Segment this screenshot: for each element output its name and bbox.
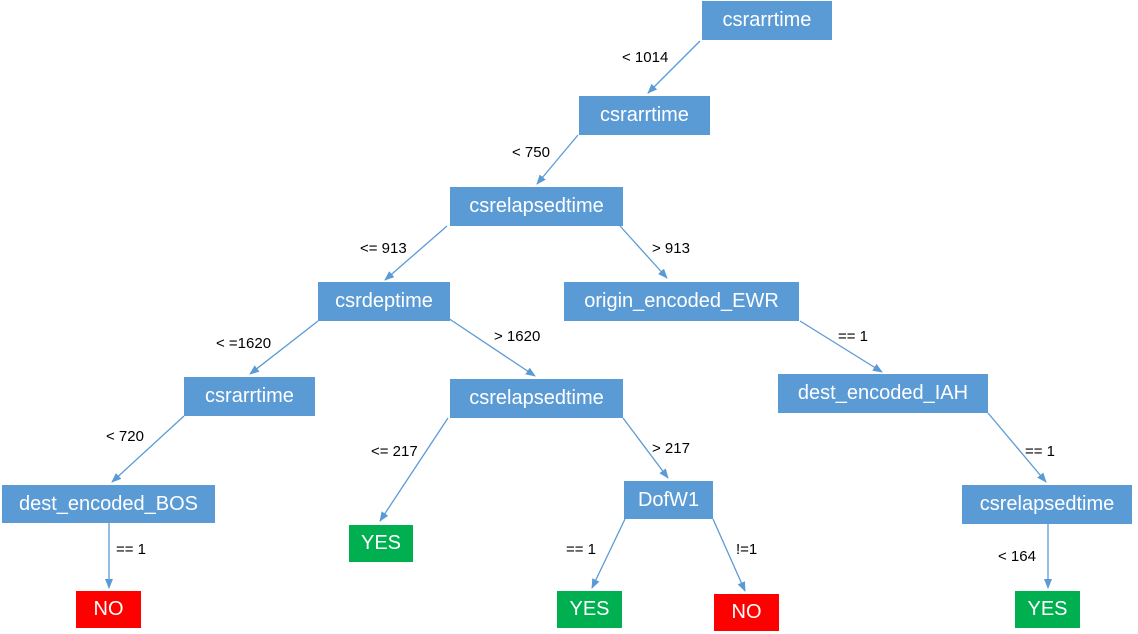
edge-label: > 1620 — [494, 328, 541, 345]
edge-arrow-n3-n4 — [384, 225, 448, 281]
edge-label: > 913 — [652, 240, 690, 257]
split-node: origin_encoded_EWR — [564, 282, 799, 321]
edge-arrow-n11-n15 — [712, 518, 746, 592]
edge-arrow-n3-n5 — [619, 225, 668, 279]
split-node: csrarrtime — [702, 1, 832, 40]
split-node: csrelapsedtime — [450, 187, 623, 226]
edge-label: <= 217 — [371, 443, 418, 460]
edge-label: < 164 — [998, 548, 1036, 565]
edge-arrow-n4-n7 — [447, 317, 536, 377]
split-node: csrarrtime — [184, 377, 315, 416]
leaf-no-node: NO — [714, 594, 779, 631]
edge-label: > 217 — [652, 440, 690, 457]
edge-label: !=1 — [736, 541, 758, 558]
edge-arrow-n1-n2 — [647, 40, 701, 94]
edge-arrow-n4-n6 — [249, 320, 319, 375]
edge-arrow-n11-n14 — [591, 518, 626, 589]
split-node: csrelapsedtime — [962, 485, 1132, 524]
edge-label: < =1620 — [216, 335, 272, 352]
edge-arrow-n7-n11 — [622, 417, 669, 479]
split-node: DofW1 — [624, 481, 713, 519]
edge-label: < 1014 — [622, 49, 669, 66]
split-node: csrelapsedtime — [450, 379, 623, 418]
edge-arrow-n5-n8 — [799, 320, 883, 373]
edge-arrow-n8-n12 — [987, 412, 1047, 483]
leaf-no-node: NO — [76, 591, 141, 628]
edge-label: == 1 — [116, 541, 147, 558]
leaf-yes-node: YES — [349, 525, 413, 562]
edge-label: < 750 — [512, 144, 550, 161]
split-node: csrarrtime — [579, 96, 710, 135]
edge-label: <= 913 — [360, 240, 407, 257]
split-node: dest_encoded_BOS — [2, 485, 215, 523]
edge-label: == 1 — [566, 541, 597, 558]
edge-arrow-n2-n3 — [536, 134, 579, 185]
edge-label: < 720 — [106, 428, 144, 445]
edge-arrow-n7-n10 — [379, 417, 449, 522]
leaf-yes-node: YES — [1015, 591, 1080, 628]
edge-arrow-n6-n9 — [111, 415, 185, 483]
split-node: csrdeptime — [318, 282, 450, 321]
edge-label: == 1 — [1025, 443, 1056, 460]
leaf-yes-node: YES — [557, 591, 622, 628]
edge-label: == 1 — [838, 328, 869, 345]
split-node: dest_encoded_IAH — [778, 374, 988, 413]
